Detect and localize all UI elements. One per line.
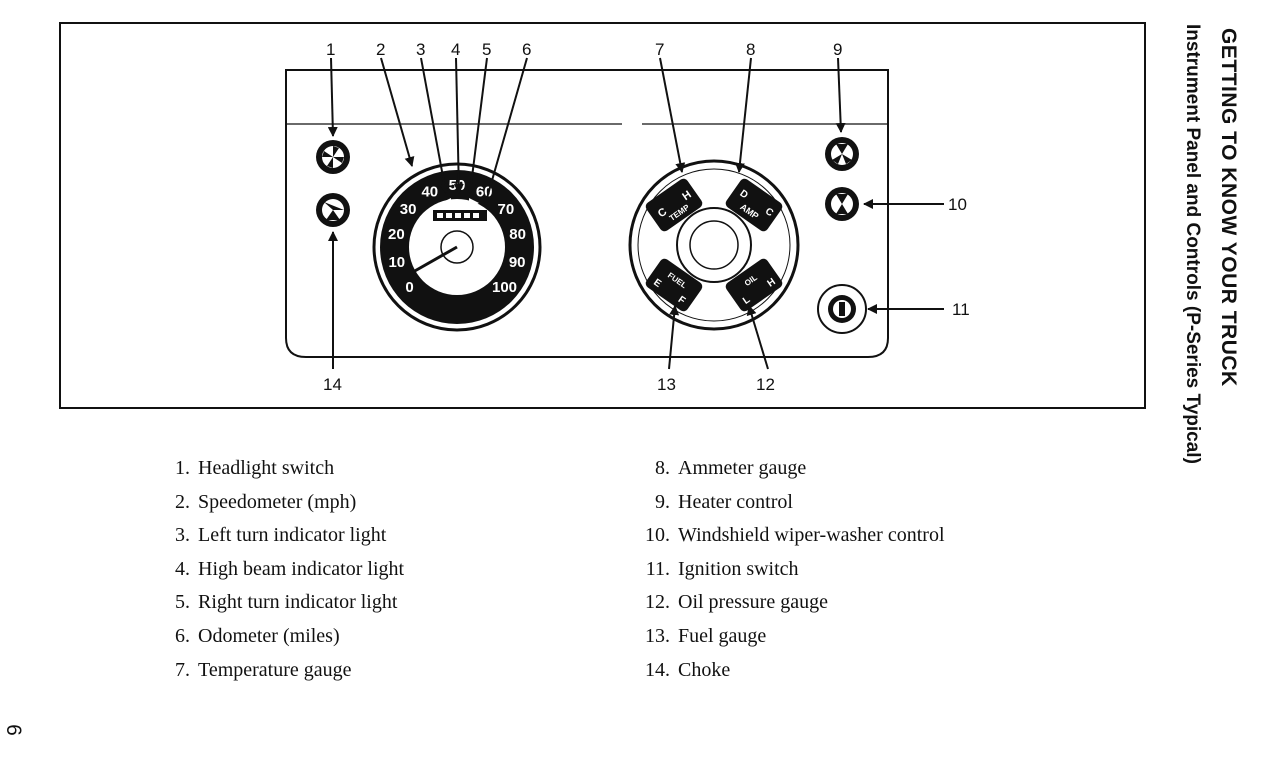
- callout-9: 9: [833, 40, 842, 59]
- speedometer-scale-label: 50: [449, 177, 466, 194]
- legend-item-text: Right turn indicator light: [198, 591, 398, 614]
- legend-item-text: Fuel gauge: [678, 624, 767, 647]
- choke-knob[interactable]: [316, 193, 350, 227]
- figure-frame: [59, 22, 1146, 409]
- legend-item-text: Choke: [678, 658, 731, 681]
- legend-item-text: Odometer (miles): [198, 624, 340, 647]
- callout-3: 3: [416, 40, 425, 59]
- odometer: [433, 210, 487, 221]
- legend-item-text: Temperature gauge: [198, 658, 352, 681]
- legend-item-text: Headlight switch: [198, 457, 335, 479]
- legend-item-number: 4.: [175, 557, 190, 580]
- legend-item-text: Windshield wiper-washer control: [678, 524, 945, 547]
- speedometer-scale-label: 20: [388, 226, 405, 243]
- speedometer-scale-label: 10: [388, 254, 405, 271]
- legend-item-text: Ignition switch: [678, 557, 799, 580]
- speedometer-scale-label: 80: [509, 226, 526, 243]
- legend-item-text: High beam indicator light: [198, 557, 405, 580]
- ammeter-gauge: D C AMP: [725, 178, 783, 232]
- legend-item-number: 6.: [175, 624, 190, 647]
- callout-14: 14: [323, 375, 342, 394]
- speedometer-scale-label: 30: [400, 201, 417, 218]
- legend-item-number: 5.: [175, 591, 190, 614]
- fuel-gauge: FUEL E F: [645, 258, 703, 312]
- turn-indicator-lights: [441, 198, 479, 208]
- svg-text:F: F: [676, 294, 687, 307]
- legend-right-column: 8. Ammeter gauge 9. Heater control 10. Windsh…: [630, 452, 945, 687]
- callout-11: 11: [952, 300, 970, 319]
- legend-item-number: 1.: [175, 457, 190, 479]
- callout-7: 7: [655, 40, 664, 59]
- callout-12: 12: [756, 375, 775, 394]
- legend-item: 7. Temperature gauge: [150, 654, 404, 688]
- legend-item: 4. High beam indicator light: [150, 553, 404, 587]
- ignition-switch[interactable]: [817, 284, 867, 334]
- legend-item-text: Heater control: [678, 490, 793, 513]
- legend-item: 5. Right turn indicator light: [150, 586, 404, 620]
- speedometer-scale-label: 100: [492, 279, 517, 296]
- speedometer-scale-label: 0: [405, 279, 413, 296]
- legend-left-column: 1. Headlight switch 2. Speedometer (mph) 3. L…: [150, 452, 404, 687]
- legend-item-number: 2.: [175, 490, 190, 513]
- headlight-switch-knob[interactable]: [316, 140, 350, 174]
- wiper-washer-control-knob[interactable]: [825, 187, 859, 221]
- legend-item: 12. Oil pressure gauge: [630, 586, 945, 620]
- legend-item-text: Left turn indicator light: [198, 524, 387, 547]
- speedometer-needle: [412, 245, 458, 274]
- callout-5: 5: [482, 40, 491, 59]
- legend-item-text: Speedometer (mph): [198, 490, 357, 513]
- section-subheading: Instrument Panel and Controls (P-Series …: [1182, 24, 1203, 464]
- callout-10: 10: [948, 195, 967, 214]
- dashboard-panel: [285, 69, 889, 358]
- legend-item: 11. Ignition switch: [630, 553, 945, 587]
- legend-item: 2. Speedometer (mph): [150, 486, 404, 520]
- callout-numbers: 1 2 3 4 5 6 7 8 9 10 11 12 13 14: [323, 40, 970, 394]
- callout-1: 1: [326, 40, 335, 59]
- callout-4: 4: [451, 40, 460, 59]
- callout-2: 2: [376, 40, 385, 59]
- legend-item: 10. Windshield wiper-washer control: [630, 519, 945, 553]
- legend-item-number: 10.: [645, 524, 670, 547]
- callout-13: 13: [657, 375, 676, 394]
- legend-item-number: 9.: [655, 490, 670, 513]
- legend-item: 9. Heater control: [630, 486, 945, 520]
- legend-item-number: 3.: [175, 524, 190, 547]
- legend-item-number: 13.: [645, 624, 670, 647]
- legend-item-number: 12.: [645, 591, 670, 614]
- speedometer-scale-label: 90: [509, 254, 526, 271]
- legend-item-number: 14.: [645, 658, 670, 681]
- page-number: 6: [2, 724, 25, 736]
- speedometer-scale-label: 40: [421, 183, 438, 200]
- speedometer-scale-label: 70: [498, 201, 515, 218]
- legend-item-number: 11.: [645, 557, 670, 580]
- oil-pressure-gauge: OIL L H: [725, 258, 783, 312]
- callout-leaders: [327, 57, 944, 370]
- legend-item: 14. Choke: [630, 654, 945, 688]
- gauge-cluster: C H TEMP D C AMP FUEL E F OIL L H: [628, 159, 800, 331]
- svg-text:L: L: [741, 294, 752, 307]
- callout-8: 8: [746, 40, 755, 59]
- heater-control-knob[interactable]: [825, 137, 859, 171]
- legend-item-number: 7.: [175, 658, 190, 681]
- legend-item-text: Oil pressure gauge: [678, 591, 828, 614]
- legend-item: 8. Ammeter gauge: [630, 452, 945, 486]
- legend-item: 6. Odometer (miles): [150, 620, 404, 654]
- legend-item-number: 8.: [655, 457, 670, 479]
- legend-item: 13. Fuel gauge: [630, 620, 945, 654]
- legend-item-text: Ammeter gauge: [678, 457, 807, 479]
- section-heading: GETTING TO KNOW YOUR TRUCK: [1217, 28, 1240, 387]
- legend-item: 1. Headlight switch: [150, 452, 404, 486]
- callout-6: 6: [522, 40, 531, 59]
- legend-item: 3. Left turn indicator light: [150, 519, 404, 553]
